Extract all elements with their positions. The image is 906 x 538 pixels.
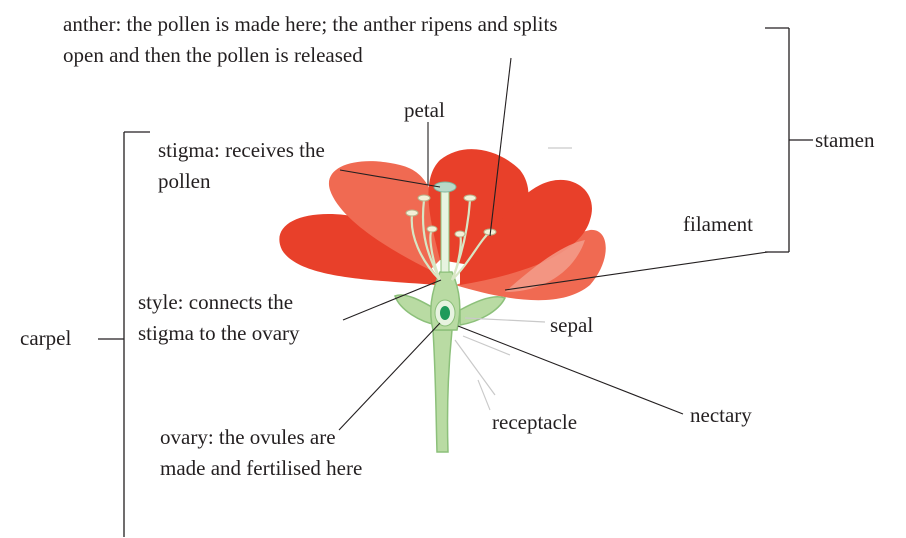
receptacle-label: receptacle — [492, 409, 577, 435]
leader-nectary — [458, 326, 683, 414]
stigma-label-line2: pollen — [158, 168, 211, 194]
style — [441, 190, 449, 272]
sepal-label: sepal — [550, 312, 593, 338]
stamen-bracket — [765, 28, 813, 252]
anther-label-line2: open and then the pollen is released — [63, 42, 363, 68]
petal-label: petal — [404, 97, 445, 123]
ovule — [440, 306, 450, 320]
sepal-right — [460, 297, 505, 325]
stamen-label: stamen — [815, 127, 874, 153]
ovary-label-line2: made and fertilised here — [160, 455, 362, 481]
stem — [433, 330, 452, 452]
leader-receptacle — [478, 380, 490, 410]
style-label-line2: stigma to the ovary — [138, 320, 300, 346]
stigma-label: stigma: receives the — [158, 137, 325, 163]
nectary-label: nectary — [690, 402, 752, 428]
ovary-label: ovary: the ovules are — [160, 424, 336, 450]
anther-label: anther: the pollen is made here; the ant… — [63, 11, 558, 37]
leader-ovary — [339, 323, 440, 430]
carpel-label: carpel — [20, 325, 71, 351]
style-label: style: connects the — [138, 289, 293, 315]
filament-label: filament — [683, 211, 753, 237]
